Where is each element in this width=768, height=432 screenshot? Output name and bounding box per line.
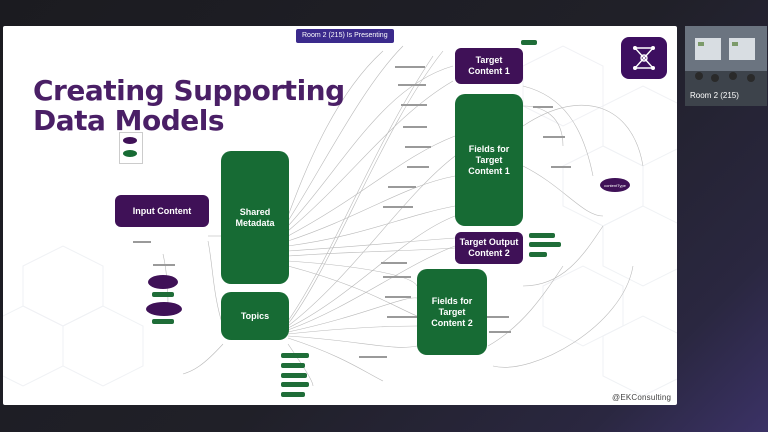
- legend-green-swatch: [123, 150, 137, 157]
- connector-lines: [162, 45, 644, 387]
- camera-feed[interactable]: [685, 26, 767, 106]
- slide-title-line-2: Data Models: [33, 104, 225, 137]
- topic-pill-5[interactable]: [281, 392, 305, 397]
- node-topics[interactable]: Topics: [221, 292, 289, 340]
- node-shared-metadata[interactable]: Shared Metadata: [221, 151, 289, 284]
- attr-pill-6[interactable]: [529, 252, 547, 257]
- attr-pill-1[interactable]: [152, 292, 174, 297]
- attr-pill-5[interactable]: [529, 242, 561, 247]
- presentation-slide: Creating Supporting Data Models Input Co…: [3, 26, 677, 405]
- legend-box: [119, 132, 143, 164]
- node-input-content[interactable]: Input Content: [115, 195, 209, 227]
- ek-watermark: @EKConsulting: [612, 393, 672, 402]
- node-content-type[interactable]: contentType: [600, 178, 630, 192]
- node-target-output-content-2[interactable]: Target Output Content 2: [455, 232, 523, 264]
- camera-label: Room 2 (215): [690, 91, 739, 100]
- topic-pill-2[interactable]: [281, 363, 305, 368]
- attr-pill-3[interactable]: [521, 40, 537, 45]
- presenting-banner: Room 2 (215) Is Presenting: [296, 29, 394, 43]
- attr-pill-4[interactable]: [529, 233, 555, 238]
- slide-title: Creating Supporting Data Models: [33, 76, 353, 136]
- edge-label-marks: [133, 66, 571, 358]
- topic-pill-1[interactable]: [281, 353, 309, 358]
- topic-pill-3[interactable]: [281, 373, 307, 378]
- hexagon-background: [3, 45, 677, 397]
- attr-oval-1[interactable]: [148, 275, 178, 289]
- topic-pill-4[interactable]: [281, 382, 309, 387]
- node-fields-target-content-2[interactable]: Fields for Target Content 2: [417, 269, 487, 355]
- node-target-content-1[interactable]: Target Content 1: [455, 48, 523, 84]
- ek-logo: [621, 37, 667, 79]
- attr-oval-2[interactable]: [146, 302, 182, 316]
- attr-pill-2[interactable]: [152, 319, 174, 324]
- slide-title-line-1: Creating Supporting: [33, 74, 345, 107]
- network-icon: [633, 46, 655, 70]
- camera-room-image: [685, 26, 767, 106]
- node-fields-target-content-1[interactable]: Fields for Target Content 1: [455, 94, 523, 226]
- legend-purple-swatch: [123, 137, 137, 144]
